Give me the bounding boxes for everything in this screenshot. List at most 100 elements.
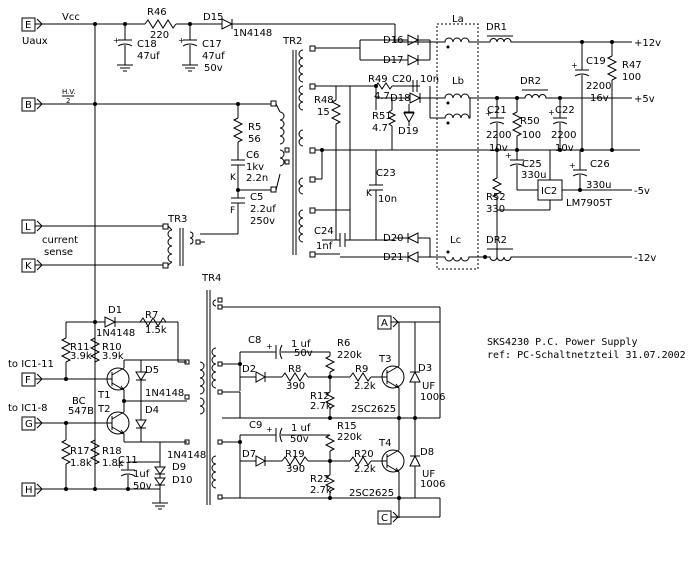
c21-capacitor: + C21 2200 10v [485, 98, 511, 154]
svg-text:D10: D10 [172, 475, 192, 486]
d5-d4-type-label: 1N4148 [145, 388, 184, 399]
r6-resistor: R6 220k [324, 338, 362, 373]
to-ic1-11-label: to IC1-11 [8, 359, 54, 370]
t4-transistor: T4 2SC2625 [349, 418, 405, 518]
c17-capacitor: + C17 47uf 50v [178, 24, 225, 74]
svg-text:D1: D1 [108, 305, 122, 316]
svg-text:C23: C23 [376, 168, 396, 179]
svg-text:390: 390 [286, 381, 305, 392]
svg-text:10n: 10n [378, 194, 397, 205]
svg-text:C25: C25 [522, 159, 542, 170]
svg-text:4.7: 4.7 [374, 91, 390, 102]
svg-text:R48: R48 [314, 95, 334, 106]
svg-text:D21: D21 [383, 252, 403, 263]
svg-text:R19: R19 [285, 449, 305, 460]
svg-text:R17: R17 [70, 446, 90, 457]
hv2-label-bottom: 2 [66, 97, 70, 105]
terminal-c: C [377, 497, 441, 525]
la-inductor: La [430, 14, 485, 49]
svg-text:1uf: 1uf [133, 469, 150, 480]
bc547b-label-2: 547B [68, 406, 94, 417]
uaux-label: Uaux [22, 36, 48, 47]
minus12-rail: -12v [483, 253, 656, 264]
svg-text:56: 56 [248, 134, 261, 145]
terminal-g: G [21, 416, 44, 431]
r19-resistor: R19 390 [281, 449, 330, 475]
svg-text:R15: R15 [337, 421, 357, 432]
svg-text:1006: 1006 [420, 392, 445, 403]
svg-text:R18: R18 [102, 446, 122, 457]
svg-text:3.9k: 3.9k [70, 351, 92, 362]
r22-resistor: R22 2.7k [310, 451, 336, 498]
output-plus5-label: +5v [634, 94, 655, 105]
r9-resistor: R9 2.2k [330, 364, 384, 392]
current-sense-label-1: current [42, 235, 78, 246]
svg-text:2200: 2200 [586, 81, 611, 92]
svg-text:T3: T3 [378, 354, 391, 365]
r10-resistor: R10 3.9k [89, 337, 124, 363]
svg-text:H: H [25, 485, 33, 496]
hv2-label-top: H.V. [62, 88, 75, 96]
svg-text:UF: UF [422, 469, 435, 480]
svg-text:2.2k: 2.2k [354, 381, 376, 392]
svg-text:C18: C18 [137, 39, 157, 50]
svg-text:R5: R5 [248, 122, 261, 133]
tr2-transformer: TR2 [275, 36, 316, 258]
svg-text:R46: R46 [147, 7, 167, 18]
svg-text:+: + [505, 151, 512, 160]
c11-capacitor: + C11 1uf 50v [116, 455, 152, 492]
d17-diode: D17 [383, 40, 431, 66]
svg-text:K: K [230, 173, 237, 183]
svg-text:DR1: DR1 [486, 22, 507, 33]
svg-text:50v: 50v [290, 434, 309, 445]
terminal-h: H [21, 482, 44, 497]
r12-resistor: R12 2.7k [310, 372, 336, 418]
d2-diode: D2 [222, 362, 282, 383]
svg-text:50v: 50v [204, 63, 223, 74]
svg-text:F: F [25, 375, 31, 386]
svg-text:50v: 50v [133, 481, 152, 492]
svg-text:R12: R12 [310, 391, 330, 402]
svg-text:330u: 330u [521, 170, 546, 181]
svg-text:2SC2625: 2SC2625 [349, 488, 394, 499]
svg-text:C21: C21 [487, 105, 507, 116]
c22-capacitor: + C22 2200 10v [548, 98, 576, 154]
svg-text:+: + [113, 36, 120, 45]
c19-capacitor: + C19 2200 16v [571, 42, 611, 150]
svg-text:R6: R6 [337, 338, 350, 349]
hv-bus [42, 100, 277, 107]
r5-resistor: R5 56 [232, 104, 261, 160]
svg-text:C26: C26 [590, 159, 610, 170]
svg-text:C: C [381, 513, 388, 524]
d16-diode: D16 [383, 34, 430, 46]
svg-text:R51: R51 [372, 111, 392, 122]
svg-text:2.2k: 2.2k [354, 464, 376, 475]
r17-resistor: R17 1.8k [60, 439, 92, 489]
dr2-inductor-plus5: DR2 [520, 76, 550, 99]
svg-text:1 uf: 1 uf [291, 339, 311, 350]
c8-capacitor: + C8 1 uf 50v [239, 335, 325, 391]
svg-text:C24: C24 [314, 226, 334, 237]
svg-text:D9: D9 [172, 462, 186, 473]
terminal-e: E [21, 17, 44, 32]
svg-text:220k: 220k [337, 432, 362, 443]
svg-text:1N4148: 1N4148 [96, 328, 135, 339]
c20-capacitor: C20 10n [392, 74, 439, 92]
svg-text:C19: C19 [586, 56, 606, 67]
svg-text:R11: R11 [70, 342, 90, 353]
plus12-rail: +12v [515, 38, 661, 49]
r47-resistor: R47 100 [606, 42, 642, 150]
svg-text:G: G [25, 419, 33, 430]
r50-resistor: R50 100 [511, 98, 541, 150]
svg-text:330u: 330u [586, 180, 611, 191]
svg-text:250v: 250v [250, 216, 275, 227]
svg-text:K: K [366, 189, 373, 199]
svg-text:2.7k: 2.7k [310, 485, 332, 496]
svg-text:C11: C11 [118, 455, 138, 466]
svg-text:2.7k: 2.7k [310, 401, 332, 412]
svg-text:R52: R52 [486, 192, 506, 203]
svg-text:2.2n: 2.2n [246, 173, 268, 184]
r20-resistor: R20 2.2k [330, 449, 384, 475]
d8-diode: D8 UF 1006 [409, 418, 445, 498]
svg-text:TR3: TR3 [167, 214, 187, 225]
